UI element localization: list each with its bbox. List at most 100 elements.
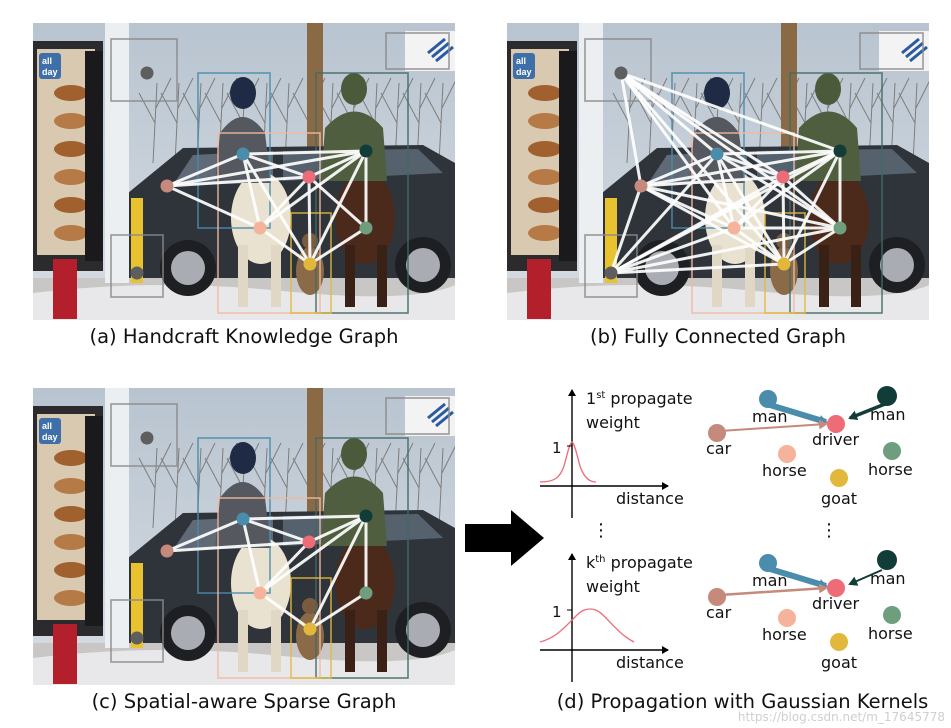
box-top-sign	[385, 397, 450, 435]
graph-edge	[165, 149, 368, 188]
caption-c: (c) Spatial-aware Sparse Graph	[91, 690, 397, 713]
label-man-right: man	[870, 405, 906, 424]
food-item	[528, 85, 562, 101]
food-item	[54, 169, 88, 185]
graph-node-horse-left	[727, 221, 741, 235]
menu-frame	[85, 51, 103, 261]
box-man-left	[197, 437, 271, 594]
label-man-left: man	[752, 571, 788, 590]
graph-node-driver	[302, 170, 316, 184]
rider-head	[230, 442, 256, 474]
top-sign-logo	[427, 37, 454, 63]
box-man-left	[197, 72, 271, 229]
label-horse-left: horse	[762, 461, 807, 480]
box-bin	[584, 234, 638, 298]
red-post	[53, 259, 77, 319]
graph-node-man-left	[236, 147, 250, 161]
graph-edge	[732, 226, 786, 266]
graph-edge	[715, 152, 842, 230]
graph-node-driver	[302, 535, 316, 549]
edge-man-to-driver	[769, 566, 828, 589]
graph-node-bin	[604, 266, 618, 280]
box-man-right	[315, 437, 409, 679]
graph-node-goat	[303, 257, 317, 271]
menu-frame	[85, 416, 103, 626]
food-item	[528, 141, 562, 157]
horse-leg	[745, 245, 755, 307]
graph-edge	[258, 540, 311, 595]
graph-edge	[165, 517, 245, 553]
node-horse-left	[778, 445, 796, 463]
wheel-rim	[406, 613, 440, 647]
food-item	[54, 506, 88, 522]
box-top-sign	[385, 32, 450, 70]
horse-leg	[712, 245, 722, 307]
sign-text: day	[516, 67, 532, 77]
box-goat	[764, 212, 806, 314]
yellow-post	[131, 198, 143, 283]
food-item	[528, 169, 562, 185]
graph-node-car	[160, 544, 174, 558]
label-driver: driver	[812, 594, 859, 613]
ellipsis-left: ⋮	[592, 520, 610, 541]
box-bin	[110, 234, 164, 298]
label-driver: driver	[812, 430, 859, 449]
graph-edge	[165, 540, 311, 553]
propagate-label: propagate	[605, 389, 692, 408]
graph-edge	[639, 175, 785, 188]
edge-man-to-driver	[769, 402, 828, 425]
graph-node-horse-left	[253, 221, 267, 235]
ordinal-sup: st	[596, 390, 605, 401]
graph-node-car	[634, 179, 648, 193]
ordinal-sup: th	[595, 554, 605, 565]
box-goat	[290, 212, 332, 314]
box-man-right	[315, 72, 409, 314]
graph-edge	[241, 517, 262, 595]
sign-badge	[513, 53, 535, 79]
graph-edge	[307, 175, 312, 266]
horse-leg	[238, 610, 248, 672]
graph-edge	[715, 149, 842, 156]
horse-leg	[819, 245, 829, 307]
sign-text: all	[516, 56, 526, 66]
graph-node-driver	[776, 170, 790, 184]
graph-edge	[241, 514, 368, 521]
graph-node-horse-right	[359, 221, 373, 235]
relation-graph-bottom: man man driver car horse horse goat	[706, 550, 913, 672]
graph-edge	[782, 226, 842, 266]
graph-node-horse-right	[359, 586, 373, 600]
rider-head	[341, 73, 367, 105]
wheel-rim	[171, 251, 205, 285]
graph-edge	[609, 184, 643, 275]
graph-edge	[639, 152, 719, 188]
rider-head	[230, 77, 256, 109]
pillar	[105, 23, 129, 283]
red-post	[53, 624, 77, 684]
node-man-left	[759, 390, 777, 408]
graph-edge	[307, 175, 368, 230]
food-item	[54, 590, 88, 606]
food-item	[54, 562, 88, 578]
node-driver	[827, 579, 845, 597]
weight-label: weight	[586, 577, 640, 596]
graph-edge	[619, 71, 842, 153]
graph-edge	[165, 152, 245, 188]
graph-edge	[165, 184, 262, 230]
graph-edge	[639, 149, 842, 188]
graph-edge	[258, 175, 311, 230]
graph-node-horse-left	[253, 586, 267, 600]
graph-edge	[609, 226, 736, 275]
food-item	[528, 113, 562, 129]
kernel-plot-top: 1 1st propagate weight distance	[539, 389, 693, 518]
graph-edge	[732, 149, 842, 230]
food-item	[54, 450, 88, 466]
ordinal: k	[586, 553, 596, 572]
graph-node-man-right	[833, 144, 847, 158]
node-driver	[827, 415, 845, 433]
graph-edge	[241, 517, 311, 544]
node-horse-left	[778, 609, 796, 627]
food-item	[54, 113, 88, 129]
graph-overlay-a	[130, 66, 373, 280]
